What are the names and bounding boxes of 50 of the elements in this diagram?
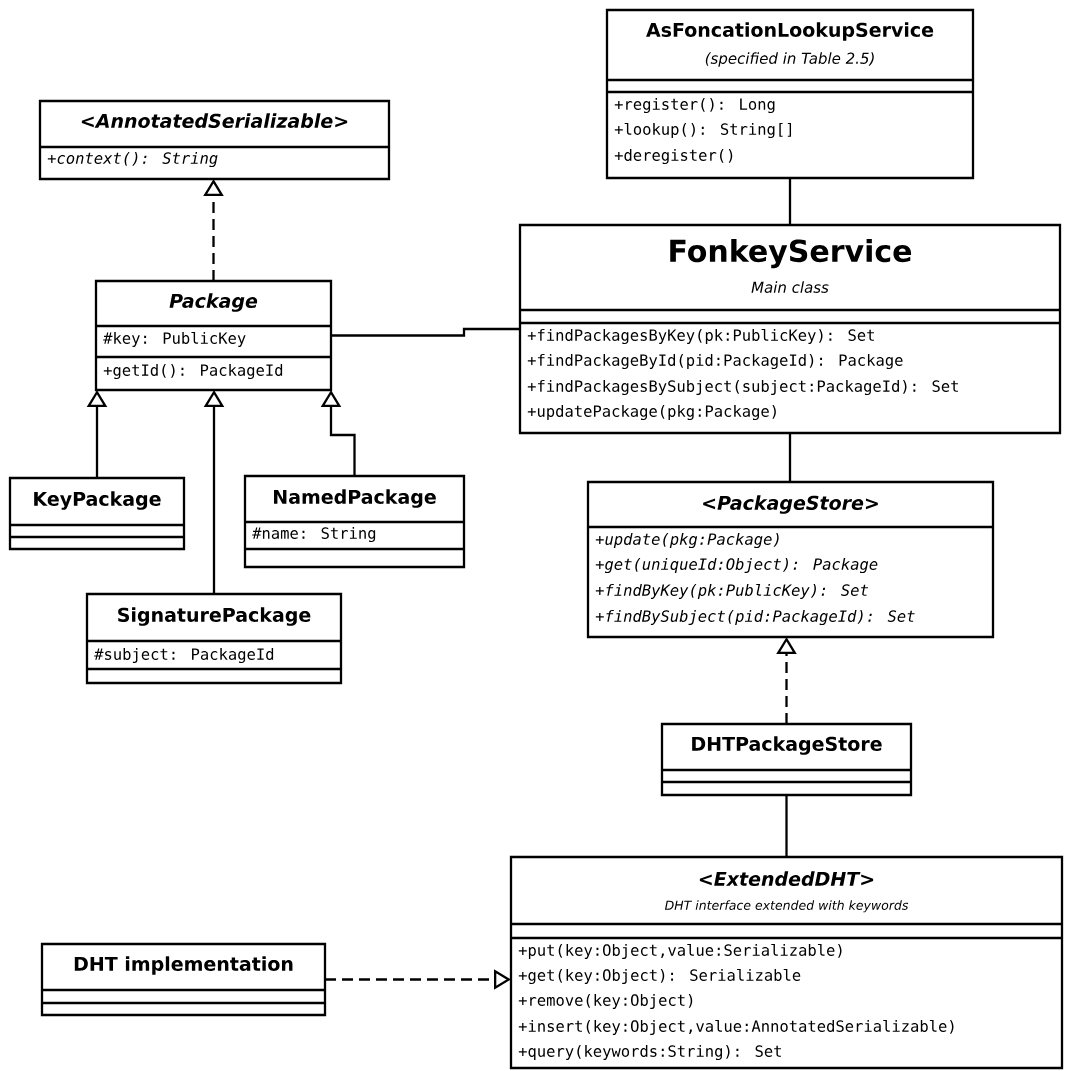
class-box <box>85 592 343 685</box>
class-name: DHT implementation <box>74 956 293 975</box>
class-member: +findByKey(pk:PublicKey): Set <box>595 583 868 599</box>
class-box <box>509 855 1064 1070</box>
class-member: +remove(key:Object) <box>518 993 693 1009</box>
class-member: +context(): String <box>47 151 218 168</box>
class-member: +get(key:Object): Serializable <box>518 968 801 985</box>
class-box <box>518 223 1062 435</box>
class-member: #key: PublicKey <box>103 331 246 347</box>
class-member: +query(keywords:String): Set <box>518 1044 781 1061</box>
class-member: +updatePackage(pkg:Package) <box>527 404 776 421</box>
association-line <box>331 327 520 337</box>
class-member: +findPackagesByKey(pk:PublicKey): Set <box>527 328 874 345</box>
class-box <box>605 8 975 180</box>
class-name: KeyPackage <box>34 491 161 510</box>
class-name: SignaturePackage <box>118 607 311 626</box>
class-name: Package <box>169 293 258 312</box>
class-member: #subject: PackageId <box>94 647 274 664</box>
class-member: +register(): Long <box>614 97 775 114</box>
class-member: +findBySubject(pid:PackageId): Set <box>595 609 915 626</box>
class-member: +deregister() <box>614 148 733 165</box>
association-line <box>788 178 792 225</box>
class-member: +put(key:Object,value:Serializable) <box>518 943 842 959</box>
class-box <box>8 476 186 551</box>
class-name: <ExtendedDHT> <box>699 871 874 886</box>
class-description: DHT interface extended with keywords <box>664 900 909 913</box>
class-member: +getId(): PackageId <box>103 363 283 380</box>
class-box <box>94 279 333 392</box>
class-name: <AnnotatedSerializable> <box>81 113 348 128</box>
class-member: +get(uniqueId:Object): Package <box>595 557 878 574</box>
class-box <box>40 942 327 1017</box>
class-box <box>586 480 995 639</box>
class-name: <PackageStore> <box>703 495 878 514</box>
class-name: AsFoncationLookupService <box>646 22 934 41</box>
class-member: +findPackageById(pid:PackageId): Package <box>527 353 903 370</box>
class-member: #name: String <box>252 526 376 543</box>
association-line <box>785 795 788 857</box>
association-line <box>788 433 792 482</box>
class-name: FonkeyService <box>670 238 912 269</box>
class-box <box>38 99 391 181</box>
class-member: +findPackagesBySubject(subject:PackageId): Set <box>527 379 958 396</box>
class-name: DHTPackageStore <box>692 736 882 755</box>
class-description: (specified in Table 2.5) <box>705 52 874 67</box>
class-box <box>243 474 466 569</box>
class-member: +lookup(): String[] <box>614 122 791 139</box>
class-member: +update(pkg:Package) <box>595 532 779 549</box>
class-box <box>660 722 913 797</box>
class-description: Main class <box>751 281 829 293</box>
class-member: +insert(key:Object,value:AnnotatedSerializable) <box>518 1019 954 1035</box>
class-name: NamedPackage <box>274 489 436 508</box>
